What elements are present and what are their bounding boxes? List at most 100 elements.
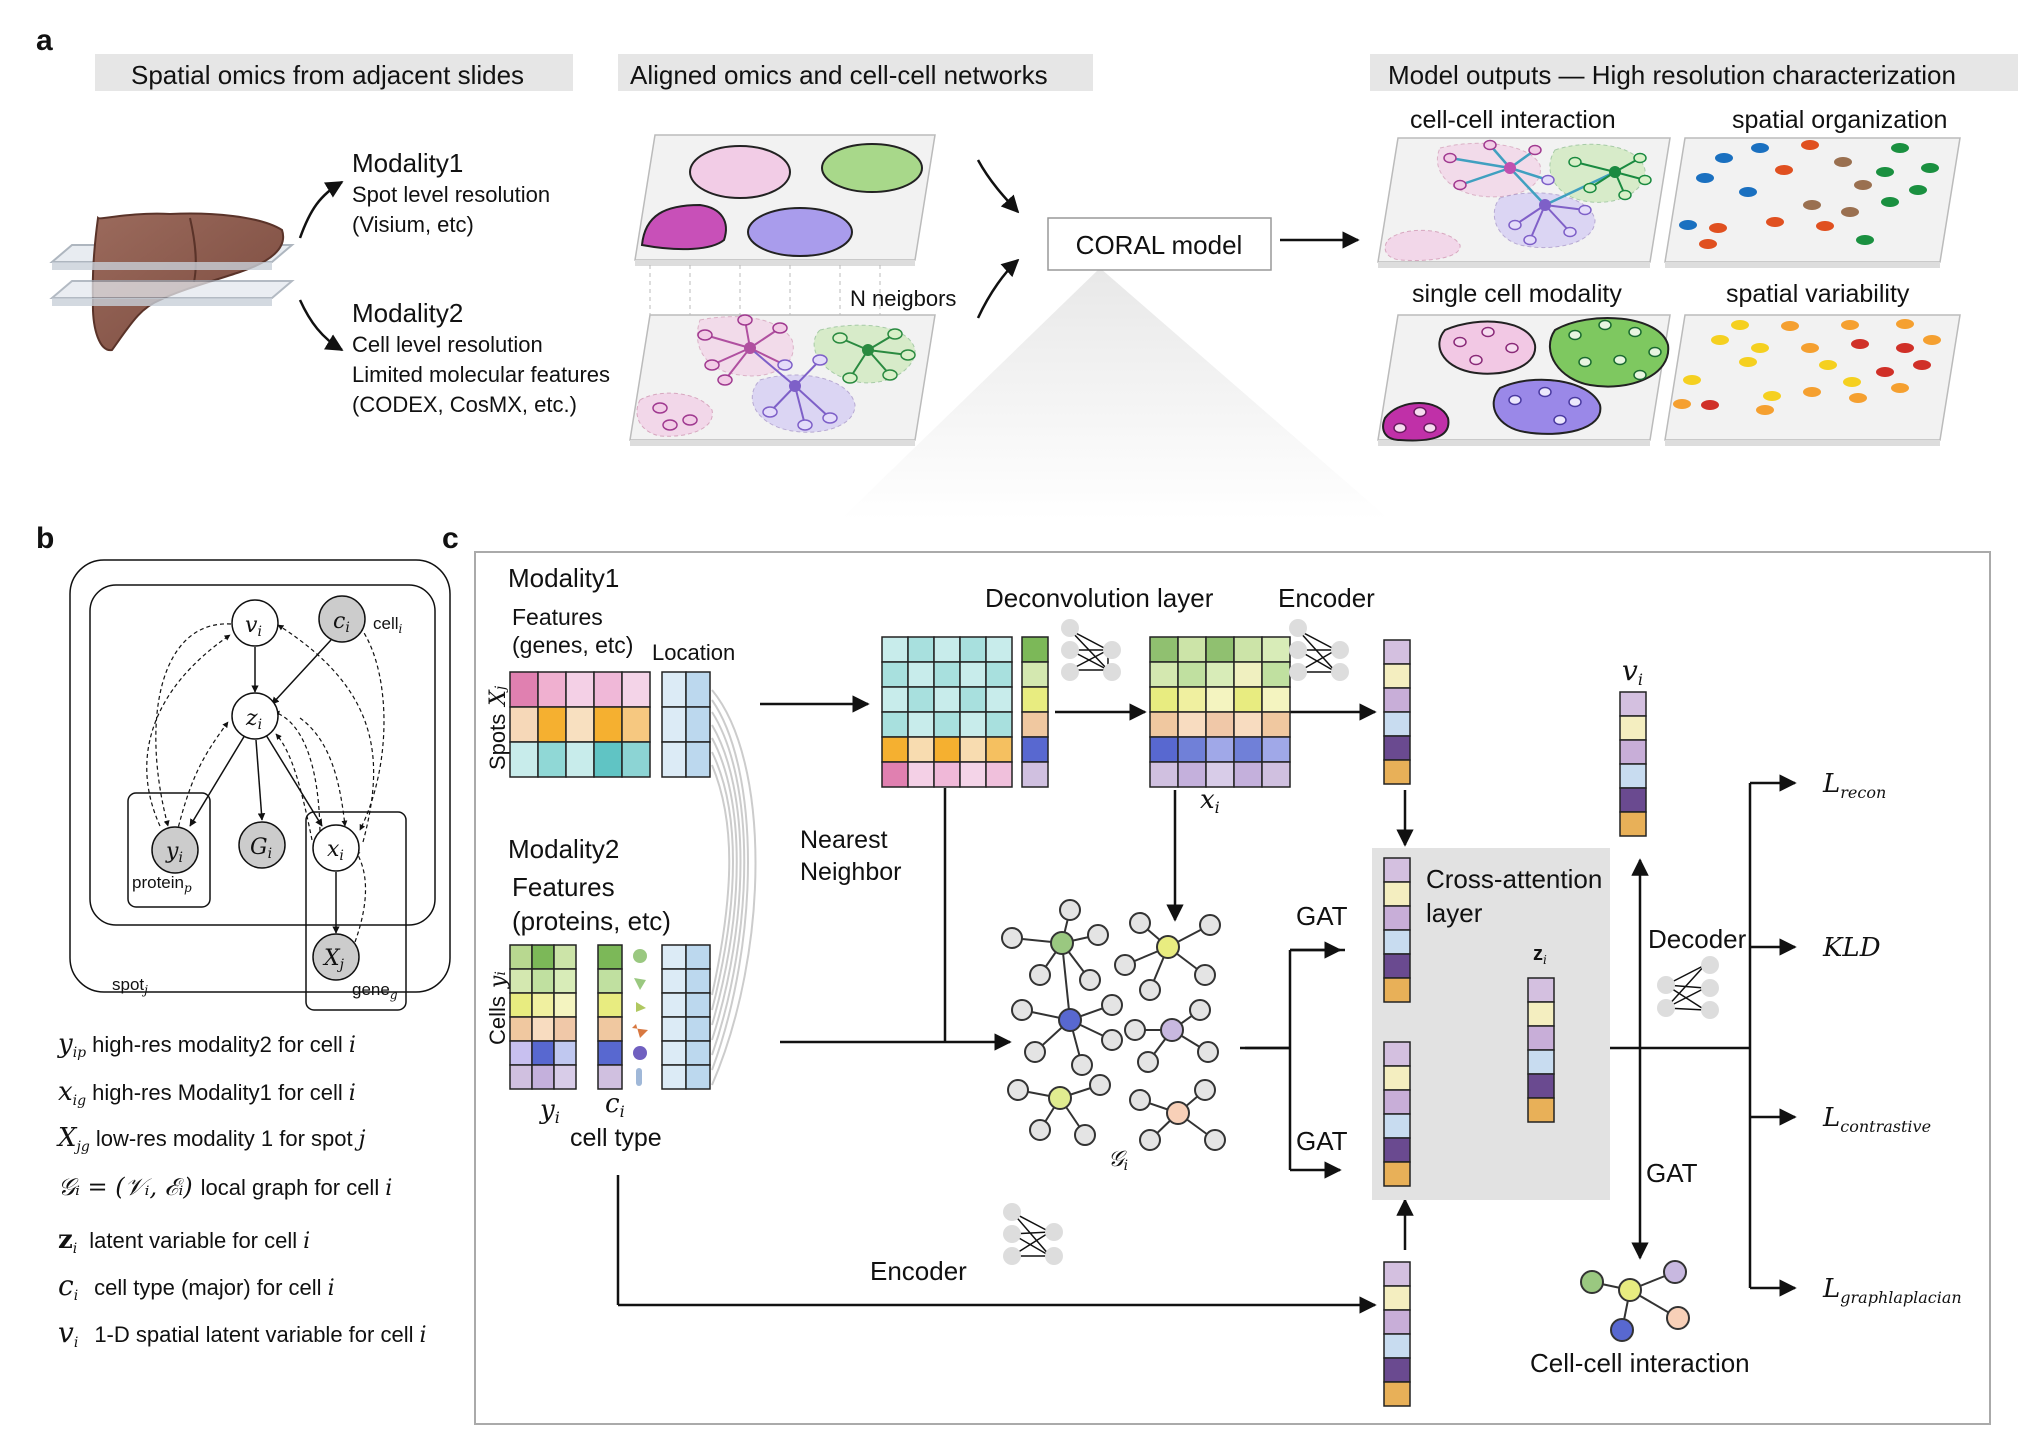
modality2-matrix	[509, 944, 711, 1090]
header-model-outputs: Model outputs — High resolution characte…	[1388, 60, 1956, 90]
svg-text:Lgraphlaplacian: Lgraphlaplacian	[1822, 1274, 1962, 1307]
plate-protein: protein	[132, 873, 184, 892]
deconv-icon	[1061, 619, 1121, 681]
c-deconv-label: Deconvolution layer	[985, 583, 1214, 613]
deconvolved-matrix	[1149, 636, 1291, 788]
output-single-cell-modality: single cell modality	[1412, 280, 1622, 308]
svg-text:KLD: KLD	[1822, 933, 1881, 963]
aligned-spot-slide	[634, 134, 936, 266]
encoded-vector-bottom	[1383, 1261, 1411, 1407]
plate-spot: spot	[112, 975, 144, 994]
modality2-line2: Limited molecular features	[352, 362, 610, 387]
c-decoder-label: Decoder	[1648, 924, 1747, 954]
c-features1b-label: (genes, etc)	[512, 632, 633, 658]
svg-text:zi: zi	[245, 706, 262, 733]
encoded-vector-top	[1383, 639, 1411, 785]
loss-graphlaplacian: L	[1822, 1274, 1840, 1304]
modality1-title: Modality1	[352, 148, 463, 178]
c-cell-type-label: cell type	[570, 1124, 662, 1152]
graphical-model: vi ci zi yi Gi xi Xj celli proteinp spot…	[69, 559, 451, 1011]
panel-label-a: a	[36, 24, 53, 57]
svg-text:vi: vi	[245, 613, 262, 640]
encoder-top-icon	[1289, 619, 1349, 681]
c-gat2-label: GAT	[1296, 1126, 1348, 1156]
cross-attention-box	[1372, 848, 1610, 1200]
cell-type-icons	[632, 949, 648, 1086]
c-g-label: 𝒢	[1108, 1147, 1127, 1172]
svg-text:vi: vi	[1622, 654, 1643, 689]
liver-illustration	[49, 212, 295, 352]
loss-contrastive: L	[1822, 1103, 1840, 1133]
modality2-title: Modality2	[352, 298, 463, 328]
svg-text:xi: xi	[1200, 785, 1220, 817]
svg-text:Lcontrastive: Lcontrastive	[1822, 1103, 1931, 1136]
c-v-label: v	[1622, 654, 1638, 687]
coral-model-box	[1047, 217, 1272, 271]
c-modality2-label: Modality2	[508, 834, 619, 864]
svg-text:yi: yi	[165, 839, 183, 866]
coral-model-label: CORAL model	[1076, 230, 1243, 260]
c-c-label: c	[605, 1089, 620, 1119]
panel-c-frame	[474, 551, 1991, 1425]
c-gat3-label: GAT	[1646, 1158, 1698, 1188]
plate-gene: gene	[352, 980, 390, 999]
aligned-cell-slide	[629, 314, 936, 446]
svg-text:𝒢ᵢ = (𝒱ᵢ, ℰᵢ)local graph for: 𝒢ᵢ = (𝒱ᵢ, ℰᵢ)local graph for celli	[58, 1173, 392, 1201]
output-spatial-variability-slide	[1664, 314, 1961, 446]
c-cross-label1: Cross-attention	[1426, 864, 1602, 894]
svg-text:spotj: spotj	[112, 975, 148, 997]
c-nearest-label2: Neighbor	[800, 858, 901, 886]
c-location-label: Location	[652, 640, 735, 665]
v-vector	[1619, 691, 1647, 837]
svg-text:𝒢i: 𝒢i	[1108, 1147, 1128, 1174]
c-encoder-bottom-label: Encoder	[870, 1256, 967, 1286]
node-y: y	[165, 839, 179, 864]
node-c: c	[333, 609, 345, 634]
decoder-icon	[1657, 956, 1719, 1019]
svg-text:vi1-D spatial latent variable: vi1-D spatial latent variable for celli	[58, 1316, 427, 1351]
node-z: z	[245, 706, 258, 731]
local-graph	[1001, 899, 1226, 1151]
svg-text:Lrecon: Lrecon	[1822, 769, 1886, 802]
c-cells-label: Cellsyi	[485, 971, 511, 1045]
aligned-matrix	[881, 636, 1049, 788]
output-cell-cell-interaction: cell-cell interaction	[1410, 106, 1616, 134]
output-spatial-organization-slide	[1664, 137, 1961, 268]
node-X: X	[322, 946, 341, 971]
modality2-line1: Cell level resolution	[352, 332, 543, 357]
header-aligned-omics: Aligned omics and cell-cell networks	[630, 60, 1048, 90]
svg-text:zi: zi	[1533, 943, 1547, 967]
svg-text:yi: yi	[539, 1095, 560, 1127]
gat-vector-1	[1383, 857, 1411, 1003]
cell-cell-interaction-graph	[1580, 1260, 1690, 1342]
panel-label-b: b	[36, 522, 54, 555]
svg-text:proteinp: proteinp	[132, 873, 192, 895]
c-x-label: x	[1200, 785, 1215, 815]
output-spatial-organization: spatial organization	[1732, 106, 1947, 134]
gat-vector-2	[1383, 1041, 1411, 1187]
svg-text:Xj: Xj	[322, 946, 345, 973]
node-v: v	[245, 613, 258, 638]
svg-text:ci: ci	[333, 609, 350, 636]
svg-text:geneg: geneg	[352, 980, 398, 1002]
modality1-matrix	[509, 671, 711, 778]
nearest-neighbor-curves	[711, 689, 757, 1086]
c-y-label: y	[539, 1095, 555, 1125]
c-spots-label: SpotsXj	[485, 685, 511, 770]
panel-label-c: c	[442, 522, 459, 555]
modality2-line3: (CODEX, CosMX, etc.)	[352, 392, 577, 417]
c-interaction-label: Cell-cell interaction	[1530, 1348, 1750, 1378]
c-z-label: z	[1533, 943, 1543, 965]
loss-kld: KLD	[1822, 933, 1881, 963]
z-vector	[1527, 977, 1555, 1123]
c-modality1-label: Modality1	[508, 563, 619, 593]
model-fan	[840, 268, 1390, 520]
loss-recon: L	[1822, 769, 1840, 799]
c-encoder-top-label: Encoder	[1278, 583, 1375, 613]
modality1-line2: (Visium, etc)	[352, 212, 474, 237]
